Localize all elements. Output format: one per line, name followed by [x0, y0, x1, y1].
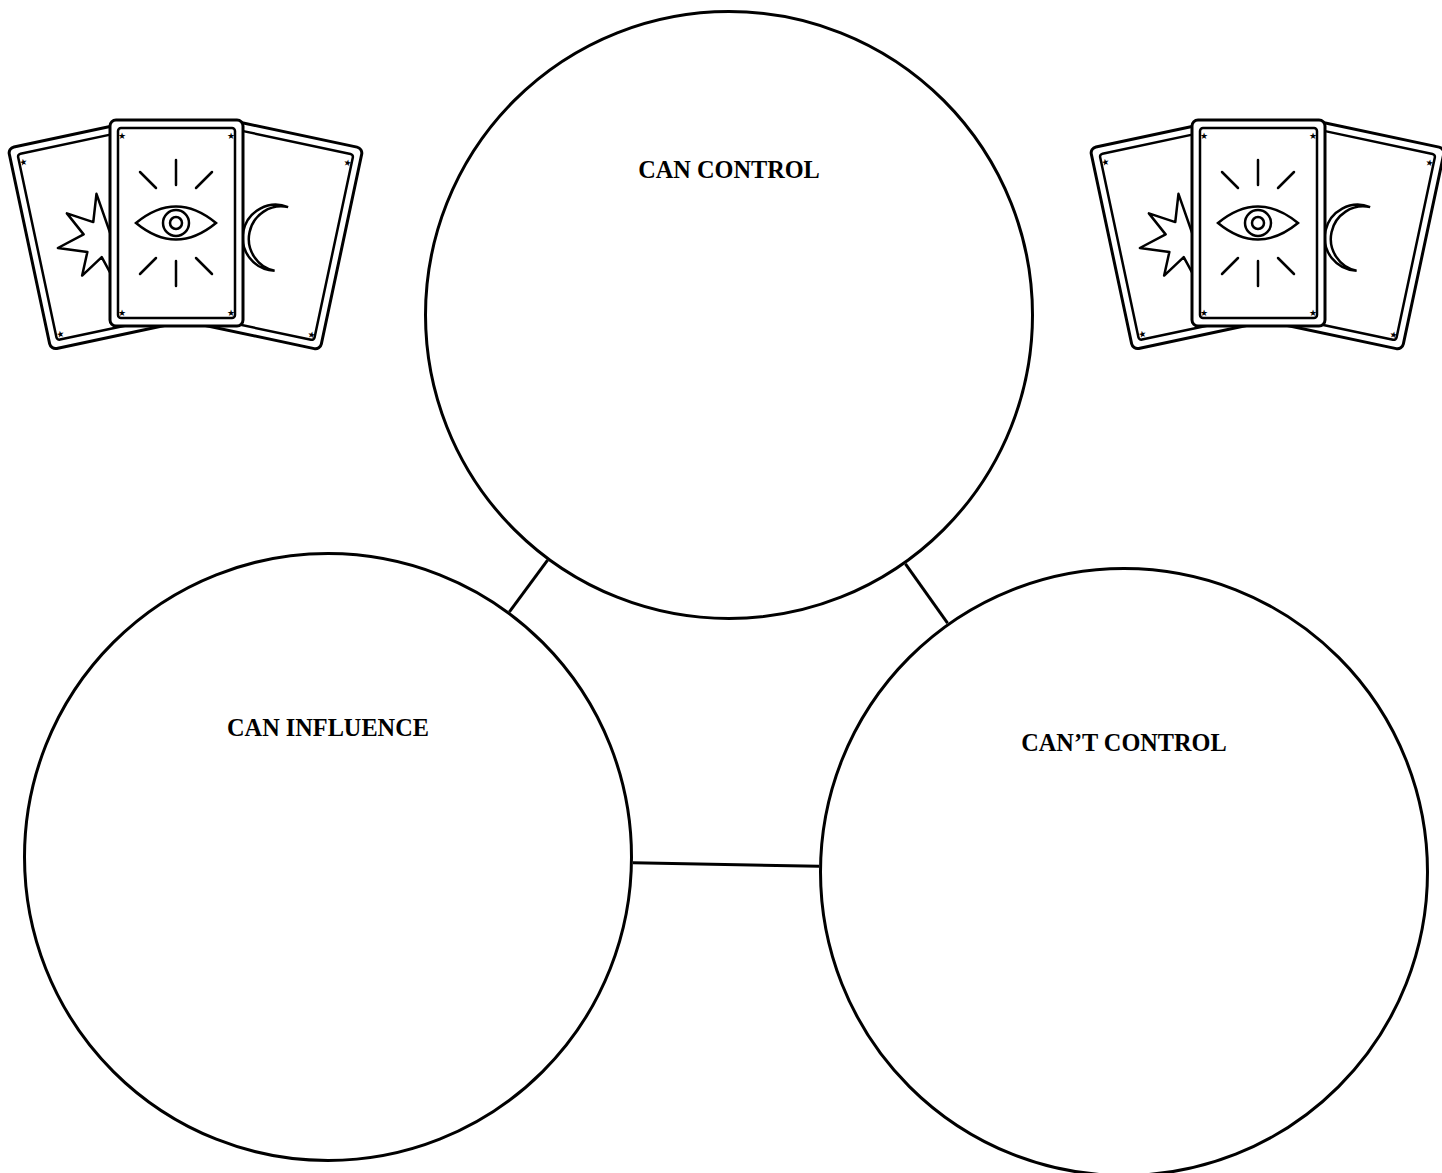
category-circle: CAN’T CONTROL [819, 567, 1429, 1173]
circle-heading: CAN CONTROL [500, 155, 958, 184]
circle-heading: CAN’T CONTROL [895, 728, 1353, 757]
circle-outline [819, 567, 1429, 1173]
connector-line [905, 564, 947, 623]
connector-line [509, 560, 547, 612]
circle-outline [424, 10, 1034, 620]
connector-line [633, 863, 819, 867]
category-circle: CAN CONTROL [424, 10, 1034, 620]
category-circle: CAN INFLUENCE [23, 552, 633, 1162]
circle-outline [23, 552, 633, 1162]
circle-heading: CAN INFLUENCE [99, 713, 557, 742]
